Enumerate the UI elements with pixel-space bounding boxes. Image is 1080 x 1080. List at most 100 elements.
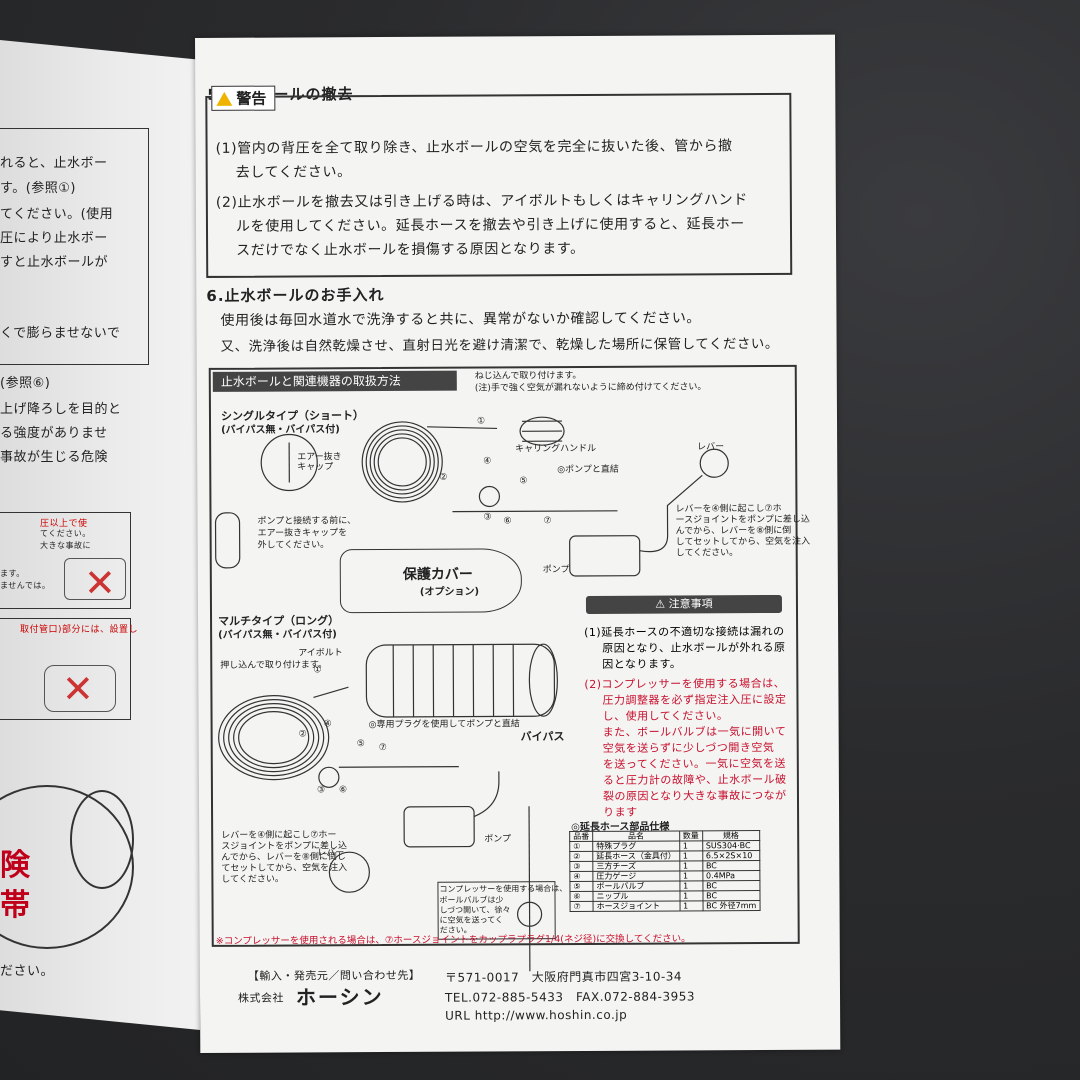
table-cell: 延長ホース（金具付） (592, 850, 680, 862)
danger-text: 帯 (0, 888, 30, 923)
pump-direct-label: ◎ポンプと直結 (557, 464, 619, 476)
left-line: てください。(使用 (0, 207, 114, 222)
table-cell: 特殊プラグ (592, 840, 680, 852)
compressor-note: コンプレッサーを使用する場合は、 (439, 884, 568, 894)
hose-line (427, 426, 498, 430)
notice-header: ⚠ 注意事項 (585, 594, 783, 614)
table-cell: 1 (679, 860, 703, 871)
table-cell: BC (702, 890, 760, 901)
lever-note-2: してください。 (221, 874, 284, 885)
table-header: 規格 (702, 830, 760, 841)
ball-illustration (519, 416, 565, 446)
table-cell: ① (569, 841, 593, 852)
table-cell: 6.5×2S×10 (702, 850, 760, 861)
part-number: ⑦ (378, 743, 387, 754)
table-cell: ホースジョイント (593, 900, 680, 912)
left-box-line: 圧以上で使 (40, 519, 88, 529)
pressure-gauge-illustration (478, 485, 501, 508)
left-line: 事故が生じる危険 (0, 450, 109, 465)
part-number: ④ (323, 719, 332, 730)
table-cell: SUS304·BC (702, 840, 760, 851)
notice-line: 因となります。 (602, 657, 682, 671)
notice-line: 原因となり、止水ボールが外れる原 (602, 640, 786, 655)
table-header: 品番 (569, 831, 593, 842)
table-cell: ⑤ (569, 881, 593, 892)
table-header: 品名 (592, 830, 680, 842)
hose-coil-illustration (361, 421, 443, 503)
table-cell: 1 (679, 890, 703, 901)
table-cell: ④ (569, 871, 593, 882)
multi-type-sub: (バイパス無・バイパス付) (218, 629, 337, 641)
pump-before-note: 外してください。 (257, 540, 330, 551)
foot-pump-illustration (569, 535, 641, 577)
notice-line: 裂の原因となり大きな事故につなが (602, 788, 787, 803)
pump-hose (639, 474, 703, 553)
part-number: ② (439, 472, 448, 483)
table-cell: 1 (679, 870, 703, 881)
notice-warning-icon: ⚠ (655, 597, 669, 611)
instruction-sheet: 5.止水ボールの撤去 警告 (1)管内の背圧を全て取り除き、止水ボールの空気を完… (195, 34, 841, 1053)
left-line: れると、止水ボー (0, 156, 108, 171)
table-cell: ⑥ (569, 891, 594, 902)
pump-label: ポンプ (542, 565, 570, 576)
multi-ball-illustration (365, 643, 556, 718)
table-cell: ニップル (592, 890, 680, 902)
part-number: ④ (483, 456, 492, 467)
left-box-line: ます。 (0, 569, 25, 578)
table-header-row: 品番 品名 数量 規格 (569, 830, 760, 842)
table-cell: 1 (679, 900, 703, 911)
left-line: す。(参照①) (0, 181, 76, 196)
plug-note: ◎専用プラグを使用してポンプと直結 (368, 719, 520, 731)
left-box-line: てください。 (40, 529, 91, 538)
hose-coil-illustration (218, 694, 330, 781)
carry-handle-label: キャリングハンドル (515, 443, 597, 455)
notice-line: (1)延長ホースの不適切な接続は漏れの (584, 624, 785, 639)
left-box-line: 大きな事故に (40, 541, 91, 550)
table-cell: ボールバルブ (592, 880, 680, 892)
danger-text: 険 (0, 848, 30, 883)
table-cell: 0.4MPa (702, 870, 760, 881)
left-text-box (0, 128, 149, 365)
notice-line: また、ボールバルブは一気に開いて (602, 724, 787, 739)
table-cell: 三方チーズ (592, 860, 680, 872)
lever-label: レバー (697, 442, 725, 453)
notice-line: し、使用してください。 (602, 709, 729, 723)
company-name: ホーシン (295, 985, 384, 1010)
part-number: ③ (483, 512, 492, 523)
part-number: ① (476, 416, 486, 427)
appliance-sketch (44, 665, 116, 712)
lever-detail-circle (328, 851, 370, 893)
hose-line (313, 686, 349, 698)
part-number: ⑥ (338, 785, 348, 796)
pump-label: ポンプ (484, 834, 511, 845)
table-cell: 圧力ゲージ (592, 870, 680, 882)
lever-label: レバー (317, 848, 345, 859)
notice-line: (2)コンプレッサーを使用する場合は、 (584, 676, 786, 691)
left-line: 圧により止水ボー (0, 231, 108, 246)
appliance-sketch (64, 558, 126, 600)
part-number: ② (298, 729, 307, 740)
cover-label: 保護カバー (402, 566, 473, 583)
table-cell: 1 (679, 880, 703, 891)
air-cap-label: キャップ (297, 462, 334, 473)
ball-end-illustration (70, 790, 134, 889)
notice-line: 圧力調整器を必ず指定注入圧に設定 (602, 692, 787, 707)
fitting-line (338, 766, 459, 768)
notice-line: ると圧力計の故障や、止水ボール破 (602, 772, 787, 787)
prohibited-x-icon: ✕ (84, 561, 116, 605)
footer-url[interactable]: URL http://www.hoshin.co.jp (445, 1007, 628, 1023)
part-number: ⑦ (543, 516, 552, 527)
footer-address: 〒571-0017 大阪府門真市四宮3-10-34 (444, 969, 683, 985)
left-line: (参照⑥) (0, 376, 51, 391)
part-number: ⑤ (519, 476, 528, 487)
lever-detail-circle (699, 448, 729, 478)
diagram-svg (214, 416, 729, 972)
compressor-bottom-note: ※コンプレッサーを使用される場合は、⑦ホースジョイントをカップラプラグ1/4(ネ… (215, 933, 691, 947)
part-number: ③ (316, 785, 326, 796)
notice-line: を送ってください。一気に空気を送 (602, 756, 786, 771)
company-prefix: 株式会社 (237, 991, 285, 1005)
ball-illustration (214, 512, 241, 569)
table-cell: ⑦ (570, 901, 594, 912)
